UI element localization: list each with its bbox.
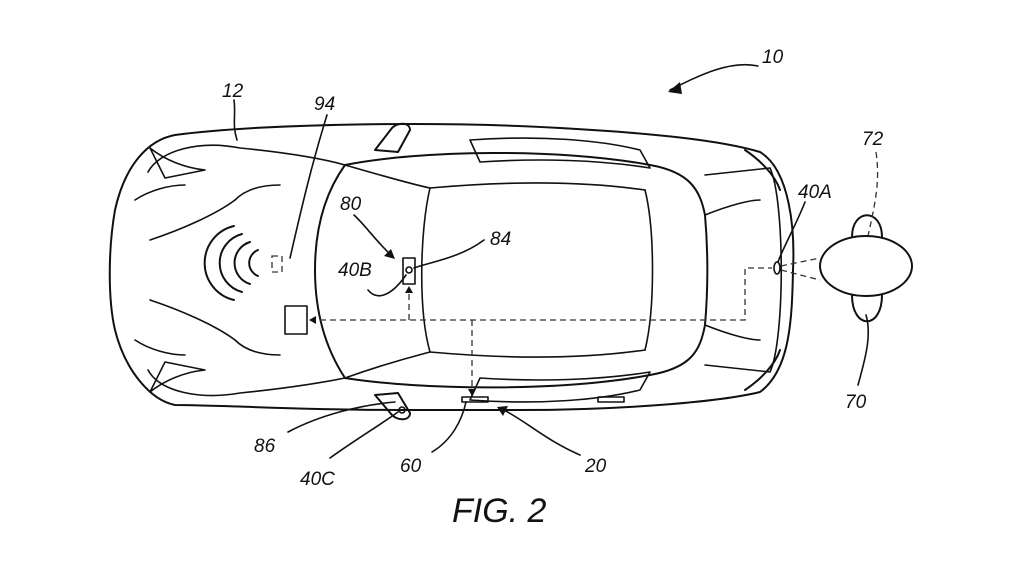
reference-labels: 10 12 94 80 40B 84 40A 72 70 86 40C 60 2…: [222, 47, 884, 490]
figure-caption: FIG. 2: [452, 492, 547, 530]
wireless-signal-icon: [203, 225, 283, 301]
camera-40b-housing: [402, 257, 416, 285]
label-10: 10: [762, 47, 784, 68]
label-86: 86: [254, 436, 276, 457]
label-40a: 40A: [798, 182, 832, 203]
label-60: 60: [400, 456, 422, 477]
side-mirrors: [374, 122, 411, 421]
label-40c: 40C: [300, 469, 335, 490]
label-20: 20: [584, 456, 607, 477]
label-94: 94: [314, 94, 335, 115]
vehicle-body: [108, 123, 795, 411]
camera-40c: [398, 406, 406, 414]
label-72: 72: [862, 129, 884, 150]
label-70: 70: [845, 392, 867, 413]
camera-40b-lens: [405, 266, 413, 274]
label-40b: 40B: [338, 260, 372, 281]
user-figure: [819, 214, 913, 323]
door-handle-front: [461, 396, 489, 403]
label-80: 80: [340, 194, 362, 215]
signal-connections: [309, 257, 821, 396]
door-handle-rear: [597, 396, 625, 403]
vehicle-cabin: [314, 137, 782, 403]
camera-40a: [773, 261, 781, 275]
label-84: 84: [490, 229, 511, 250]
leader-lines: [233, 63, 879, 459]
label-12: 12: [222, 81, 244, 102]
control-module-box: [284, 305, 308, 335]
